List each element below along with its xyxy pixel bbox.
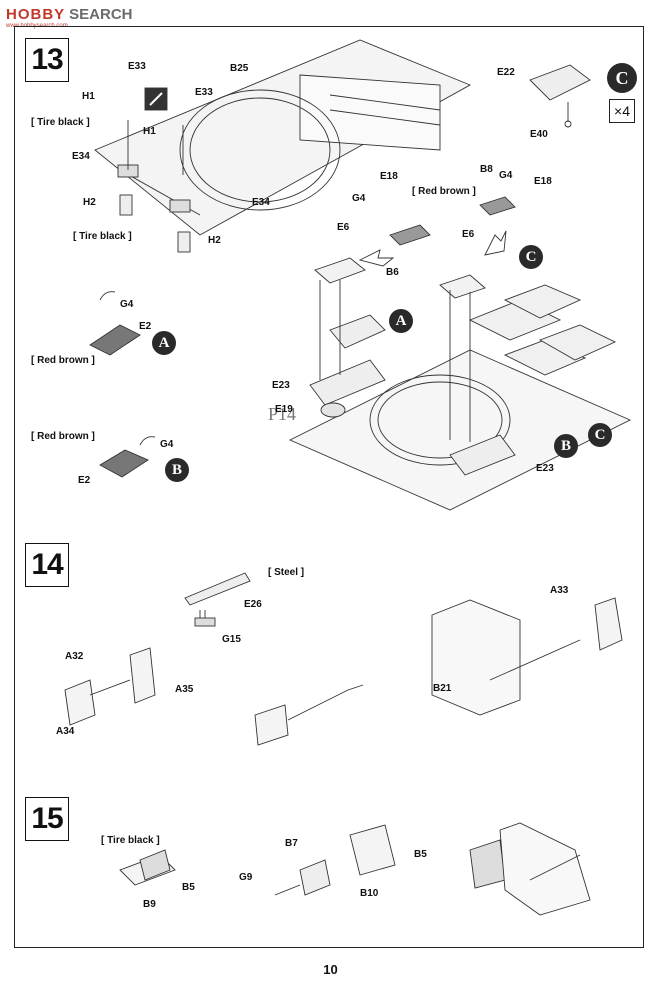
step15-drawings [119, 822, 591, 916]
note-tire-black-3: [ Tire black ] [101, 835, 160, 846]
note-tire-black-1: [ Tire black ] [31, 117, 90, 128]
part-label: G4 [160, 439, 174, 450]
part-label: E2 [78, 475, 91, 486]
part-label: B7 [285, 838, 298, 849]
part-label: A34 [56, 726, 75, 737]
marker-c-top: C [607, 63, 637, 93]
part-label: E2 [139, 321, 152, 332]
page-number: 10 [323, 962, 338, 977]
step-number-15: 15 [25, 797, 69, 841]
hull-deck-drawing [94, 39, 472, 253]
note-red-brown-2: [ Red brown ] [31, 355, 95, 366]
part-label: B5 [414, 849, 427, 860]
part-label: H1 [82, 91, 95, 102]
part-label: B10 [360, 888, 379, 899]
watermark-logo: HOBBY [6, 5, 66, 23]
part-label: A32 [65, 651, 84, 662]
marker-c-mid: C [519, 245, 543, 269]
step-number-14: 14 [25, 543, 69, 587]
part-label: B6 [386, 267, 399, 278]
part-label: E23 [272, 380, 290, 391]
note-red-brown-1: [ Red brown ] [412, 186, 476, 197]
part-label: E26 [244, 599, 262, 610]
marker-a-left: A [152, 331, 176, 355]
part-label: E34 [72, 151, 90, 162]
part-label: E6 [462, 229, 475, 240]
part-label: E19 [275, 404, 293, 415]
part-label: E23 [536, 463, 554, 474]
part-label: E40 [530, 129, 548, 140]
page-frame [14, 26, 644, 948]
marker-b-right: B [554, 434, 578, 458]
part-label: H1 [143, 126, 156, 137]
note-red-brown-3: [ Red brown ] [31, 431, 95, 442]
part-label: G15 [222, 634, 241, 645]
part-label: E33 [195, 87, 213, 98]
part-label: B5 [182, 882, 195, 893]
part-label: E22 [497, 67, 515, 78]
part-label: A35 [175, 684, 194, 695]
part-label: E34 [252, 197, 270, 208]
part-label: H2 [208, 235, 221, 246]
step14-drawings [64, 572, 623, 746]
part-e22-drawing [529, 64, 591, 128]
part-label: B25 [230, 63, 249, 74]
marker-b-left: B [165, 458, 189, 482]
part-label: B8 [480, 164, 493, 175]
part-label: G9 [239, 872, 253, 883]
part-label: G4 [499, 170, 513, 181]
part-label: E33 [128, 61, 146, 72]
quantity-box: ×4 [609, 99, 635, 123]
part-label: H2 [83, 197, 96, 208]
note-tire-black-2: [ Tire black ] [73, 231, 132, 242]
part-label: G4 [120, 299, 134, 310]
note-steel: [ Steel ] [268, 567, 305, 578]
part-label: G4 [352, 193, 366, 204]
part-label: B21 [433, 683, 452, 694]
watermark-search: SEARCH [69, 5, 133, 23]
part-label: E18 [380, 171, 398, 182]
marker-a-mid: A [389, 309, 413, 333]
part-label: A33 [550, 585, 569, 596]
part-label: E6 [337, 222, 350, 233]
stray-mark: P14 [268, 404, 297, 424]
engine-deck-drawing [288, 196, 632, 511]
part-label: E18 [534, 176, 552, 187]
step-number-13: 13 [25, 38, 69, 82]
marker-c-right: C [588, 423, 612, 447]
part-label: B9 [143, 899, 156, 910]
side-plate-drawings [89, 291, 156, 478]
